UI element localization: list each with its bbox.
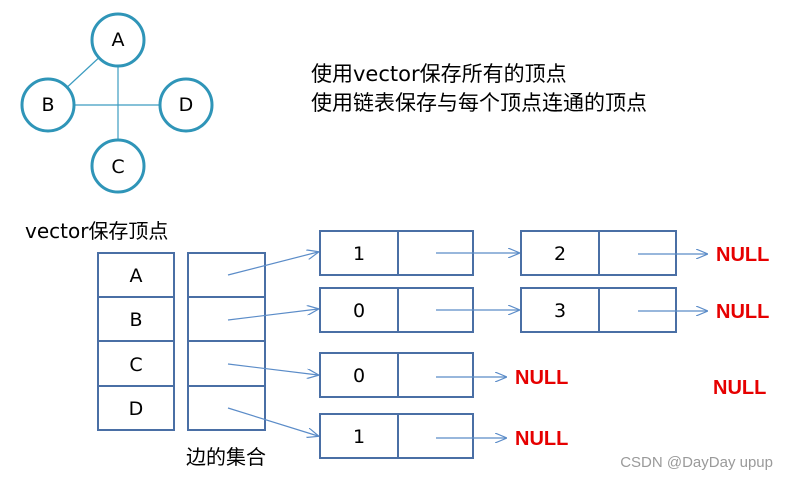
pointer-arrow-d xyxy=(227,407,318,436)
node-b-circle xyxy=(20,77,76,133)
list-node-row0-second: 2 xyxy=(520,230,677,276)
node-a-label: A xyxy=(112,29,125,51)
list-node-row3-first: 1 xyxy=(319,413,474,459)
node-a-circle xyxy=(90,12,146,68)
vector-cell-a: A xyxy=(130,265,143,287)
node-c-circle xyxy=(90,138,146,194)
list-node-row2-first: 0 xyxy=(319,352,474,398)
null-label-row1: NULL xyxy=(716,301,769,323)
node-c-label: C xyxy=(111,156,124,178)
vector-column: A B C D xyxy=(97,252,175,431)
vector-cell-b: B xyxy=(129,309,142,331)
list-node-row1-second: 3 xyxy=(520,287,677,333)
vector-title: vector保存顶点 xyxy=(25,219,168,243)
watermark: CSDN @DayDay upup xyxy=(620,454,773,471)
null-label-standalone: NULL xyxy=(713,377,766,399)
list-node-value: 3 xyxy=(554,300,566,322)
list-node-value: 2 xyxy=(554,243,566,265)
null-label-row0: NULL xyxy=(716,244,769,266)
list-node-value: 1 xyxy=(353,243,365,265)
list-node-value: 0 xyxy=(353,300,365,322)
vector-cell-c: C xyxy=(129,354,142,376)
null-label-row3: NULL xyxy=(515,428,568,450)
pointer-arrow-b xyxy=(227,309,318,321)
edge-set-column xyxy=(187,252,266,431)
graph: A B D C xyxy=(20,12,214,194)
description-line-1: 使用vector保存所有的顶点 xyxy=(311,62,567,86)
node-d-circle xyxy=(158,77,214,133)
list-node-value: 0 xyxy=(353,365,365,387)
pointer-arrow-a xyxy=(227,252,318,276)
edge-set-label: 边的集合 xyxy=(186,445,266,469)
pointer-arrow-c xyxy=(227,363,318,375)
list-node-value: 1 xyxy=(353,426,365,448)
description-line-2: 使用链表保存与每个顶点连通的顶点 xyxy=(311,91,647,115)
node-b-label: B xyxy=(41,94,54,116)
vector-cell-d: D xyxy=(129,398,144,420)
null-label-row2: NULL xyxy=(515,367,568,389)
node-d-label: D xyxy=(179,94,194,116)
